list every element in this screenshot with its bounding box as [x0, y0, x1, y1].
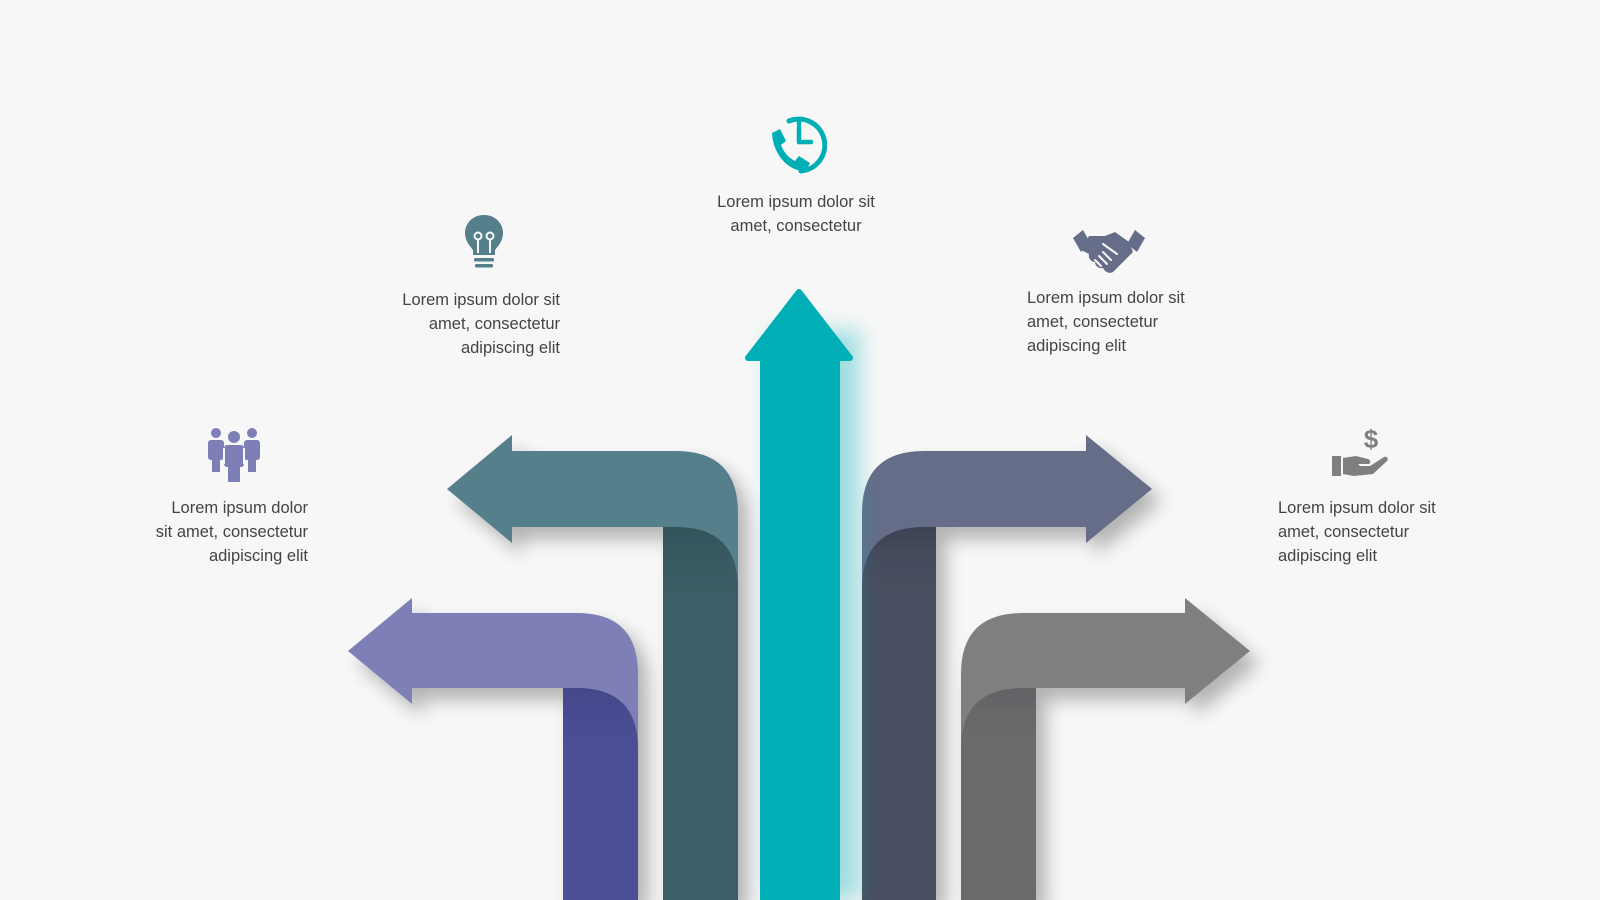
- arrow-right: [862, 435, 1152, 900]
- item-team-text: Lorem ipsum dolor sit amet, consectetur …: [155, 499, 308, 565]
- arrow-left: [447, 435, 738, 900]
- svg-text:$: $: [1364, 426, 1379, 454]
- arrow-center: [745, 289, 860, 900]
- phone-clock-icon: [772, 116, 827, 174]
- item-deal-text: Lorem ipsum dolor sit amet, consectetur …: [1027, 289, 1185, 355]
- arrow-far-right: [961, 598, 1250, 900]
- money-hand-icon: $: [1332, 426, 1388, 476]
- handshake-icon: [1073, 230, 1145, 273]
- item-call-text: Lorem ipsum dolor sit amet, consectetur: [717, 193, 875, 235]
- item-idea-text: Lorem ipsum dolor sit amet, consectetur …: [402, 291, 560, 357]
- team-icon: [208, 428, 260, 482]
- lightbulb-icon: [465, 215, 503, 268]
- item-money-text: Lorem ipsum dolor sit amet, consectetur …: [1278, 499, 1436, 565]
- arrow-far-left: [348, 598, 638, 900]
